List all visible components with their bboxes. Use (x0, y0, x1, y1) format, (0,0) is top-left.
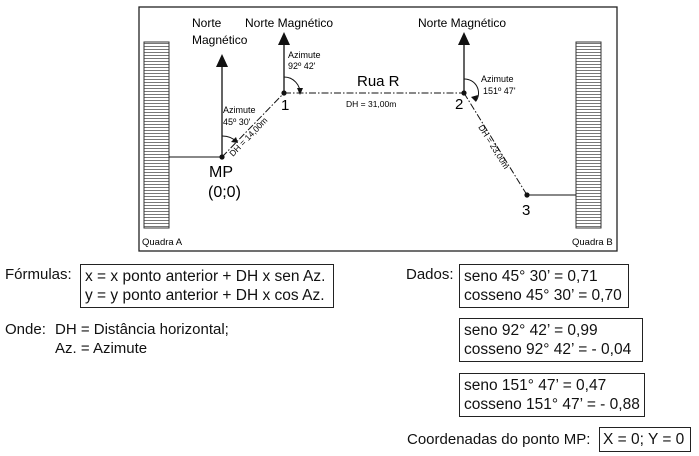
formulas-label: Fórmulas: (5, 266, 72, 283)
north-label-point-1: Norte Magnético (245, 16, 333, 30)
azimuth-arrow-2 (471, 95, 478, 102)
azimuth-arc-2 (463, 78, 479, 102)
sin-92-42: seno 92° 42’ = 0,99 (464, 322, 598, 339)
dados-label: Dados: (406, 266, 454, 283)
distance-label-1-2: DH = 31,00m (346, 99, 396, 109)
point-mp-label: MP (209, 164, 233, 181)
azimuth-value-2: 151º 47' (483, 86, 516, 96)
point-3-marker (524, 192, 530, 198)
sin-45-30: seno 45° 30’ = 0,71 (464, 268, 598, 285)
cos-45-30: cosseno 45° 30’ = 0,70 (464, 287, 622, 304)
azimuth-label-2: Azimute (481, 74, 514, 84)
azimuth-label-mp: Azimute (223, 105, 256, 115)
dados-box-151: seno 151° 47’ = 0,47 cosseno 151° 47’ = … (459, 373, 645, 417)
north-arrowhead-1 (278, 32, 290, 45)
segment-2-3 (463, 92, 528, 196)
cos-151-47: cosseno 151° 47’ = - 0,88 (464, 396, 640, 413)
block-a-hatch (143, 41, 170, 229)
segment-mp-1 (221, 92, 285, 158)
where-az: Az. = Azimute (55, 340, 148, 357)
formula-x: x = x ponto anterior + DH x sen Az. (85, 268, 326, 285)
north-arrowhead-mp (216, 54, 228, 67)
street-label: Rua R (357, 73, 400, 90)
azimuth-label-1: Azimute (288, 50, 321, 60)
north-label-point-2: Norte Magnético (418, 16, 506, 30)
block-b-label: Quadra B (572, 237, 613, 248)
azimuth-arrow-1 (297, 88, 303, 95)
point-mp-coords: (0;0) (208, 184, 241, 201)
azimuth-value-mp: 45º 30' (223, 117, 251, 127)
where-label: Onde: (5, 321, 46, 338)
azimuth-arrow-mp (231, 137, 238, 143)
dados-box-92: seno 92° 42’ = 0,99 cosseno 92° 42’ = - … (459, 318, 643, 362)
north-label-left-1: Norte (192, 16, 222, 30)
point-1-marker (281, 90, 287, 96)
north-label-left-2: Magnético (192, 33, 248, 47)
formulas-box: x = x ponto anterior + DH x sen Az. y = … (80, 264, 334, 308)
distance-label-2-3: DH = 23,00m (476, 123, 511, 171)
block-a-label: Quadra A (142, 237, 183, 248)
mp-coordinates-box: X = 0; Y = 0 (599, 427, 691, 452)
point-2-marker (461, 90, 467, 96)
mp-coordinates-value: X = 0; Y = 0 (603, 431, 685, 448)
point-3-label: 3 (522, 202, 530, 219)
north-arrowhead-2 (458, 32, 470, 45)
where-dh: DH = Distância horizontal; (55, 321, 229, 338)
formula-y: y = y ponto anterior + DH x cos Az. (85, 287, 325, 304)
mp-coordinates-label: Coordenadas do ponto MP: (407, 431, 591, 448)
block-b-hatch (575, 41, 602, 229)
point-mp-marker (219, 154, 225, 160)
sin-151-47: seno 151° 47’ = 0,47 (464, 377, 607, 394)
cos-92-42: cosseno 92° 42’ = - 0,04 (464, 341, 632, 358)
dados-box-45: seno 45° 30’ = 0,71 cosseno 45° 30’ = 0,… (459, 264, 629, 308)
azimuth-value-1: 92º 42' (288, 61, 316, 71)
azimuth-arc-1 (283, 76, 301, 95)
point-2-label: 2 (455, 96, 463, 113)
map-frame (138, 6, 618, 252)
point-1-label: 1 (281, 97, 289, 114)
